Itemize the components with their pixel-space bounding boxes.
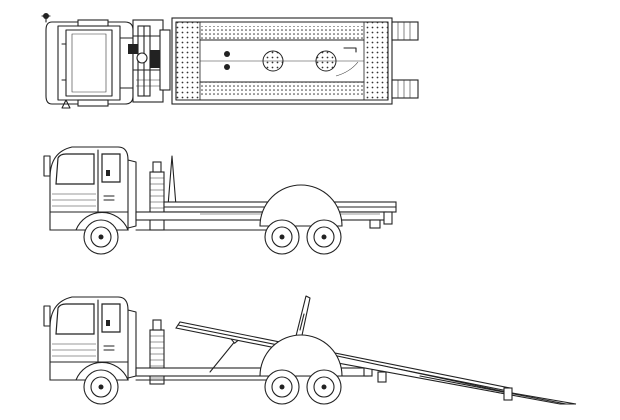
top-view-crane — [128, 19, 171, 103]
side-view-2-tilted-deck — [175, 295, 577, 405]
side-view-tilted-bed — [43, 295, 577, 405]
side-view-1-rear-wheels — [259, 184, 343, 255]
side-view-2-rear-wheels — [259, 334, 343, 405]
top-view-cab — [41, 13, 135, 109]
side-view-2-front-wheel — [75, 361, 129, 405]
side-view-2-chassis — [135, 333, 387, 383]
top-view-deck — [171, 17, 393, 105]
top-view — [41, 13, 419, 109]
side-view-flat-bed — [43, 146, 397, 255]
side-view-2-cab — [43, 296, 137, 381]
top-view-rear-ramps — [391, 21, 419, 99]
side-view-1-front-wheel — [75, 211, 129, 255]
